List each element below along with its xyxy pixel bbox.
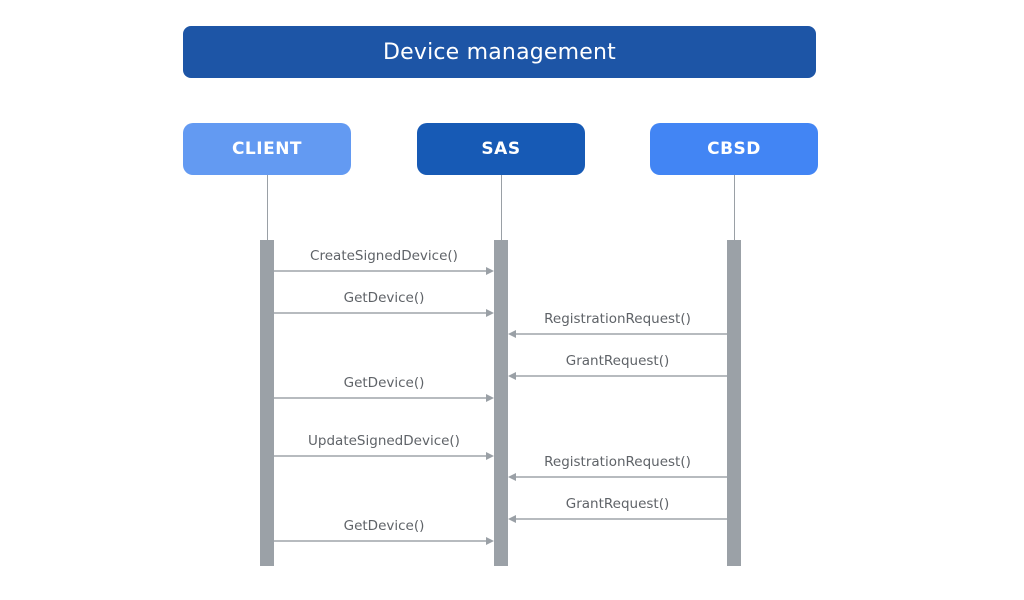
message-line (516, 375, 727, 377)
arrowhead-right-icon (486, 309, 494, 317)
message-label: RegistrationRequest() (544, 454, 691, 470)
lifeline-cbsd (733, 175, 735, 240)
message-line (516, 476, 727, 478)
diagram-title: Device management (183, 26, 816, 78)
arrowhead-right-icon (486, 267, 494, 275)
lifeline-client (266, 175, 268, 240)
actor-label-sas: SAS (481, 139, 521, 159)
arrowhead-right-icon (486, 537, 494, 545)
message-label: GrantRequest() (565, 353, 670, 369)
message-line (516, 333, 727, 335)
arrowhead-left-icon (508, 473, 516, 481)
arrowhead-right-icon (486, 394, 494, 402)
activation-bar-cbsd (727, 240, 741, 566)
arrowhead-left-icon (508, 515, 516, 523)
message-label: GrantRequest() (565, 496, 670, 512)
lifeline-sas (500, 175, 502, 240)
arrowhead-left-icon (508, 372, 516, 380)
activation-bar-client (260, 240, 274, 566)
message-label: GetDevice() (343, 290, 425, 306)
actor-box-client: CLIENT (183, 123, 351, 175)
actor-box-sas: SAS (417, 123, 585, 175)
actor-label-cbsd: CBSD (707, 139, 761, 159)
message-line (274, 540, 486, 542)
diagram-title-label: Device management (382, 39, 616, 65)
message-line (274, 455, 486, 457)
message-line (274, 397, 486, 399)
message-line (274, 270, 486, 272)
message-label: GetDevice() (343, 375, 425, 391)
message-label: GetDevice() (343, 518, 425, 534)
message-label: RegistrationRequest() (544, 311, 691, 327)
activation-bar-sas (494, 240, 508, 566)
message-line (516, 518, 727, 520)
arrowhead-right-icon (486, 452, 494, 460)
message-label: UpdateSignedDevice() (308, 433, 460, 449)
arrowhead-left-icon (508, 330, 516, 338)
actor-box-cbsd: CBSD (650, 123, 818, 175)
message-label: CreateSignedDevice() (310, 248, 458, 264)
actor-label-client: CLIENT (231, 139, 303, 159)
message-line (274, 312, 486, 314)
